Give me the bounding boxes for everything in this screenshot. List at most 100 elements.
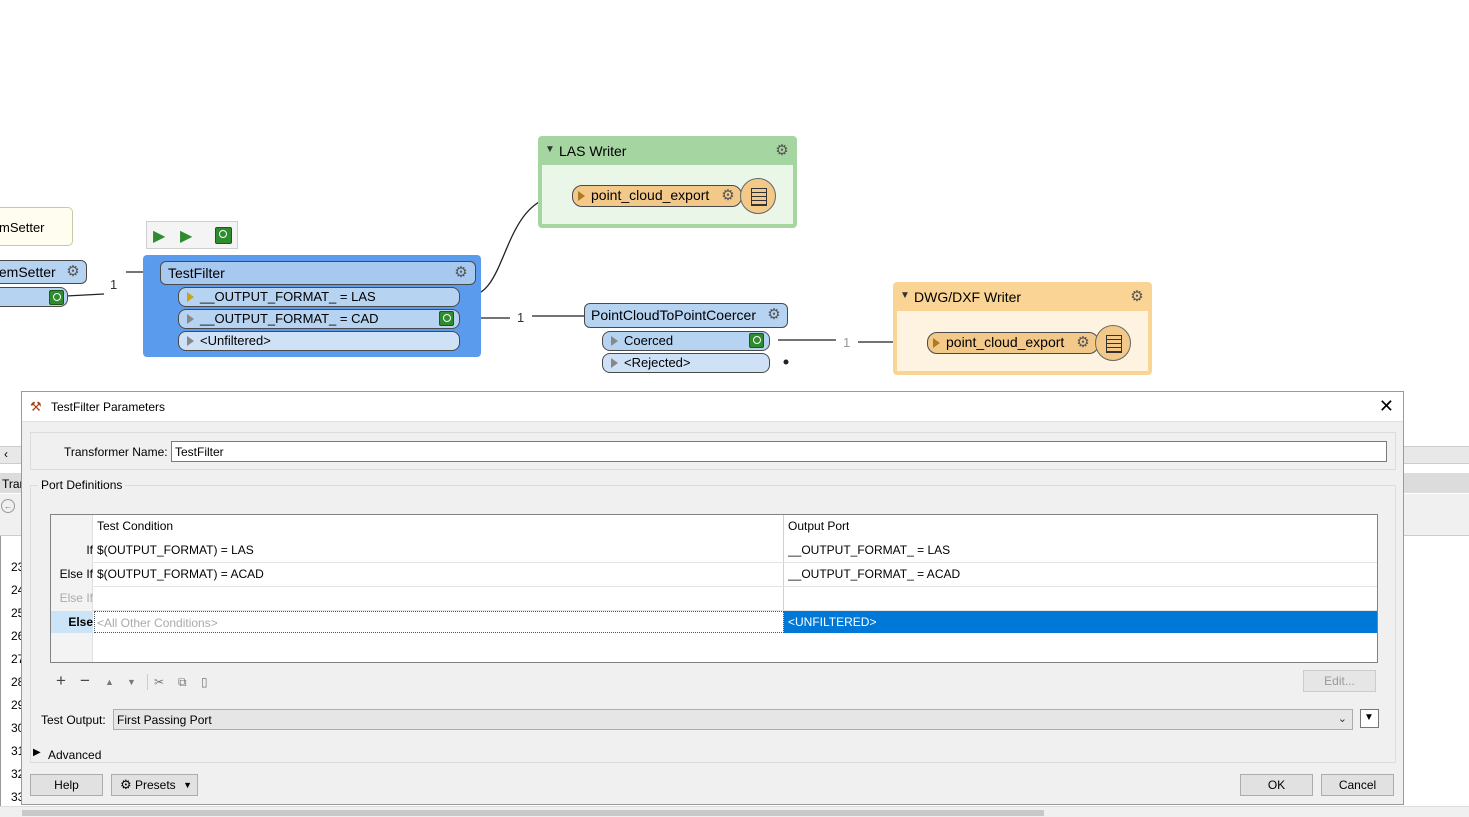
coercer-port-rejected[interactable]: <Rejected> <box>602 353 770 373</box>
port-expand-icon[interactable] <box>611 336 618 346</box>
scrollbar-thumb[interactable] <box>22 810 1044 816</box>
dwg-writer-feature-type[interactable]: point_cloud_export <box>927 332 1099 354</box>
dwg-writer-bookmark[interactable]: ▼ DWG/DXF Writer ⚙ point_cloud_export ⚙ <box>893 282 1152 375</box>
row-header-column <box>51 515 93 662</box>
coercer-node-header[interactable]: PointCloudToPointCoercer ⚙ <box>584 303 788 328</box>
presets-button[interactable]: ⚙ Presets ▼ <box>111 774 198 796</box>
las-writer-feature-type[interactable]: point_cloud_export <box>572 185 742 207</box>
gear-icon[interactable]: ⚙ <box>767 306 781 323</box>
column-header-condition[interactable]: Test Condition <box>97 519 174 533</box>
inspect-icon[interactable] <box>749 333 764 348</box>
condition-cell[interactable]: $(OUTPUT_FORMAT) = ACAD <box>97 567 264 581</box>
feature-type-label: point_cloud_export <box>946 334 1065 350</box>
gear-icon[interactable]: ⚙ <box>66 263 80 280</box>
transformer-name-input[interactable]: TestFilter <box>171 441 1387 462</box>
inspect-icon[interactable] <box>215 227 232 244</box>
column-header-output-port[interactable]: Output Port <box>788 519 850 533</box>
row-kind-if: If <box>86 543 93 557</box>
dialog-title: TestFilter Parameters <box>51 400 166 414</box>
collapse-icon[interactable]: ▼ <box>900 290 910 301</box>
output-port-cell[interactable]: __OUTPUT_FORMAT_ = LAS <box>788 543 951 557</box>
move-up-icon[interactable]: ▲ <box>105 677 114 687</box>
port-expand-icon[interactable] <box>187 336 194 346</box>
add-row-icon[interactable]: + <box>56 671 66 690</box>
help-button[interactable]: Help <box>30 774 103 796</box>
connection-count: 1 <box>110 277 118 292</box>
test-output-value: First Passing Port <box>117 713 212 727</box>
inspect-icon[interactable] <box>439 311 454 326</box>
gear-icon[interactable]: ⚙ <box>1130 288 1144 305</box>
edit-button[interactable]: Edit... <box>1303 670 1376 692</box>
horizontal-scrollbar[interactable] <box>0 806 1469 817</box>
else-output-port-cell-selected[interactable]: <UNFILTERED> <box>784 611 1377 633</box>
port-expand-icon[interactable] <box>933 338 940 348</box>
gear-icon: ⚙ <box>120 777 132 792</box>
advanced-label[interactable]: Advanced <box>48 748 102 762</box>
coercer-port-coerced[interactable]: Coerced <box>602 331 770 351</box>
transformer-name-label: Transformer Name: <box>64 445 168 459</box>
ok-button-label: OK <box>1267 778 1286 792</box>
else-condition-cell[interactable]: <All Other Conditions> <box>94 611 784 633</box>
menu-arrow-icon: ▼ <box>1364 712 1374 723</box>
column-divider <box>783 515 784 633</box>
run-from-this-icon[interactable]: ▶ <box>180 228 193 245</box>
attribute-setter-label: mSetter <box>0 220 45 235</box>
port-expand-icon[interactable] <box>187 314 194 324</box>
testfilter-port-cad[interactable]: __OUTPUT_FORMAT_ = CAD <box>178 309 460 329</box>
copy-icon[interactable]: ⧉ <box>178 675 187 689</box>
else-output-port-value: <UNFILTERED> <box>788 615 877 629</box>
collapse-icon[interactable]: ▼ <box>545 144 555 155</box>
condition-cell[interactable]: $(OUTPUT_FORMAT) = LAS <box>97 543 254 557</box>
table-writer-icon <box>740 178 776 214</box>
dropdown-arrow-icon: ▼ <box>183 780 192 790</box>
gear-icon[interactable]: ⚙ <box>721 187 735 204</box>
remove-row-icon[interactable]: − <box>80 671 90 690</box>
inspect-icon[interactable] <box>49 290 64 305</box>
testfilter-port-unfiltered[interactable]: <Unfiltered> <box>178 331 460 351</box>
scroll-left-icon[interactable]: ‹ <box>4 447 8 461</box>
cut-icon[interactable]: ✂ <box>154 675 165 689</box>
testfilter-header[interactable]: TestFilter ⚙ <box>160 261 476 285</box>
testfilter-node[interactable]: TestFilter ⚙ __OUTPUT_FORMAT_ = LAS __OU… <box>143 255 481 357</box>
feature-type-label: point_cloud_export <box>591 187 710 203</box>
testfilter-title: TestFilter <box>168 265 225 281</box>
port-label: <Rejected> <box>624 355 691 370</box>
testfilter-parameters-dialog: ⚒ TestFilter Parameters ✕ Transformer Na… <box>21 391 1404 805</box>
row-kind-else-if-placeholder: Else If <box>59 591 93 605</box>
gear-icon[interactable]: ⚙ <box>775 142 789 159</box>
ok-button[interactable]: OK <box>1240 774 1313 796</box>
gear-icon[interactable]: ⚙ <box>1076 334 1090 351</box>
transformer-name-value: TestFilter <box>175 445 224 459</box>
close-icon[interactable]: ✕ <box>1378 396 1394 416</box>
help-button-label: Help <box>54 778 79 792</box>
panel-tab-partial[interactable]: Trar <box>2 477 24 491</box>
port-expand-icon[interactable] <box>187 292 194 302</box>
output-port-cell[interactable]: __OUTPUT_FORMAT_ = ACAD <box>788 567 961 581</box>
table-writer-icon <box>1095 325 1131 361</box>
cancel-button[interactable]: Cancel <box>1321 774 1394 796</box>
move-down-icon[interactable]: ▼ <box>127 677 136 687</box>
test-output-select[interactable]: First Passing Port ⌄ <box>113 709 1353 730</box>
node-run-toolbar: ▶ ▶ <box>146 221 238 249</box>
advanced-expand-icon[interactable]: ▶ <box>33 747 41 758</box>
run-to-this-icon[interactable]: ▶ <box>153 228 166 245</box>
back-icon[interactable]: ← <box>1 499 15 513</box>
testfilter-port-las[interactable]: __OUTPUT_FORMAT_ = LAS <box>178 287 460 307</box>
dwg-writer-title: DWG/DXF Writer <box>914 289 1022 305</box>
presets-button-label: Presets <box>135 778 176 792</box>
port-definitions-group: Port Definitions Test Condition Output P… <box>30 478 1396 763</box>
las-writer-bookmark[interactable]: ▼ LAS Writer ⚙ point_cloud_export ⚙ <box>538 136 797 228</box>
port-expand-icon[interactable] <box>611 358 618 368</box>
gear-icon[interactable]: ⚙ <box>454 264 468 281</box>
attribute-setter2-output-port[interactable] <box>0 287 68 307</box>
port-expand-icon[interactable] <box>578 191 585 201</box>
attribute-setter2-node-partial[interactable]: temSetter ⚙ <box>0 260 87 284</box>
test-output-menu-button[interactable]: ▼ <box>1360 709 1379 728</box>
connection-count: 1 <box>517 310 525 325</box>
paste-icon[interactable]: ▯ <box>201 675 208 689</box>
edit-button-label: Edit... <box>1324 674 1355 688</box>
attribute-setter-node-partial[interactable]: mSetter <box>0 207 73 246</box>
cancel-button-label: Cancel <box>1338 778 1377 792</box>
connection-count: 1 <box>843 335 851 350</box>
port-definitions-table[interactable]: Test Condition Output Port If $(OUTPUT_F… <box>50 514 1378 663</box>
